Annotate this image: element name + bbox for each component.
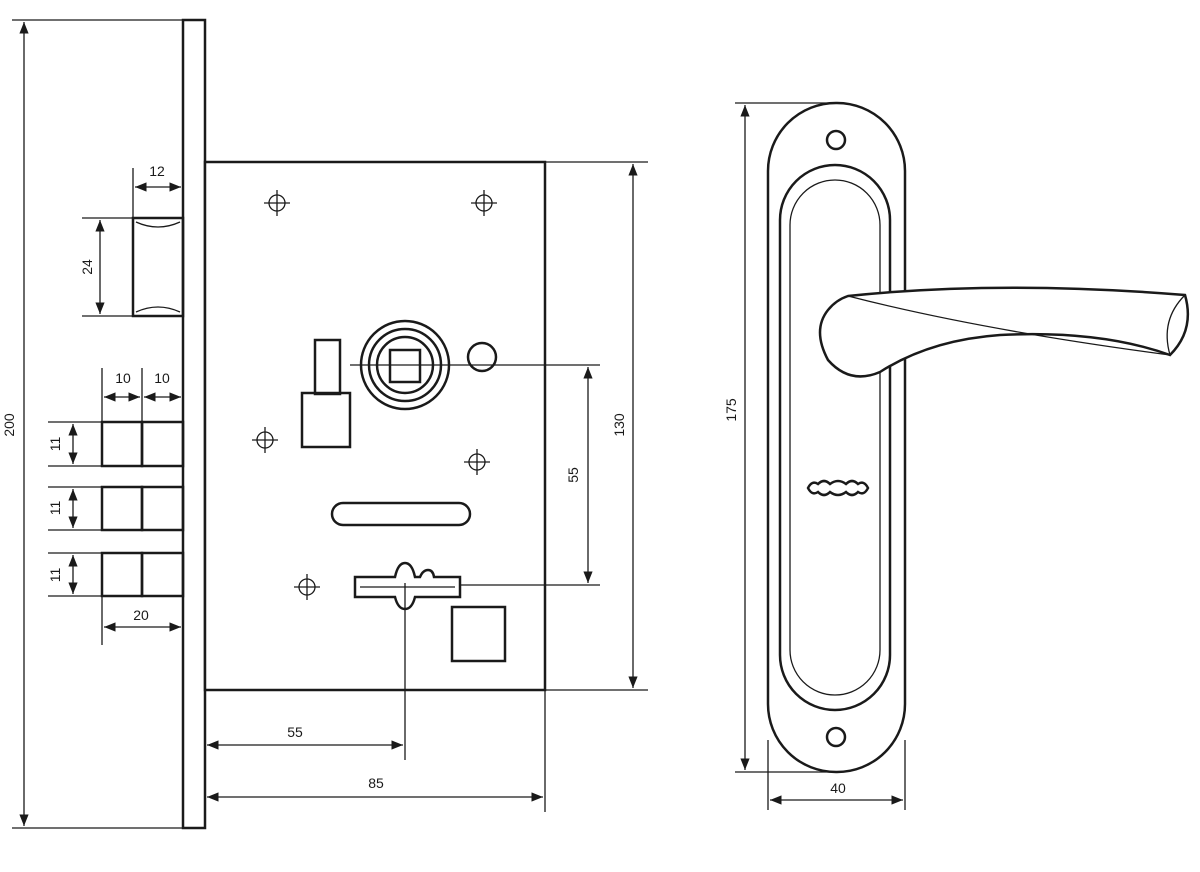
dim-label: 11 <box>47 501 63 516</box>
dim-label: 10 <box>115 370 131 386</box>
dim-label: 130 <box>611 413 627 437</box>
dim-label: 20 <box>133 607 149 623</box>
faceplate <box>181 18 207 830</box>
dim-latch-height: 24 <box>79 217 133 317</box>
dim-label: 24 <box>79 259 95 275</box>
dim-body-height: 130 <box>545 161 648 691</box>
dim-plate-height: 175 <box>723 102 836 773</box>
screw-holes <box>252 190 497 600</box>
latch-lever <box>300 338 352 449</box>
dim-total-height: 200 <box>1 19 183 829</box>
square-block <box>450 605 507 663</box>
dim-bolt-widths: 10 10 <box>101 368 181 422</box>
dim-label: 200 <box>1 413 17 437</box>
latch-bolt <box>131 216 185 318</box>
dim-label: 175 <box>723 398 739 422</box>
dim-plate-width: 40 <box>767 740 906 810</box>
dim-label: 11 <box>47 437 63 452</box>
deadbolts <box>100 420 185 598</box>
lock-body <box>203 160 547 692</box>
dim-backset: 55 <box>207 583 406 760</box>
dim-label: 10 <box>154 370 170 386</box>
dim-label: 40 <box>830 780 846 796</box>
dim-center-distance: 55 <box>350 364 600 586</box>
dim-label: 12 <box>149 163 165 179</box>
dim-label: 85 <box>368 775 384 791</box>
lever-handle <box>818 286 1190 378</box>
plate-keyhole <box>806 479 870 497</box>
dim-label: 55 <box>287 724 303 740</box>
slot <box>330 501 472 527</box>
dim-bolt-heights: 11 11 11 <box>47 421 102 597</box>
dim-label: 55 <box>565 467 581 483</box>
dim-bolt-projection: 20 <box>101 596 181 645</box>
dim-latch-depth: 12 <box>132 163 181 218</box>
dim-label: 11 <box>47 568 63 583</box>
handle-plate <box>766 101 907 774</box>
dim-body-depth: 85 <box>207 690 546 812</box>
small-hole <box>466 341 498 373</box>
